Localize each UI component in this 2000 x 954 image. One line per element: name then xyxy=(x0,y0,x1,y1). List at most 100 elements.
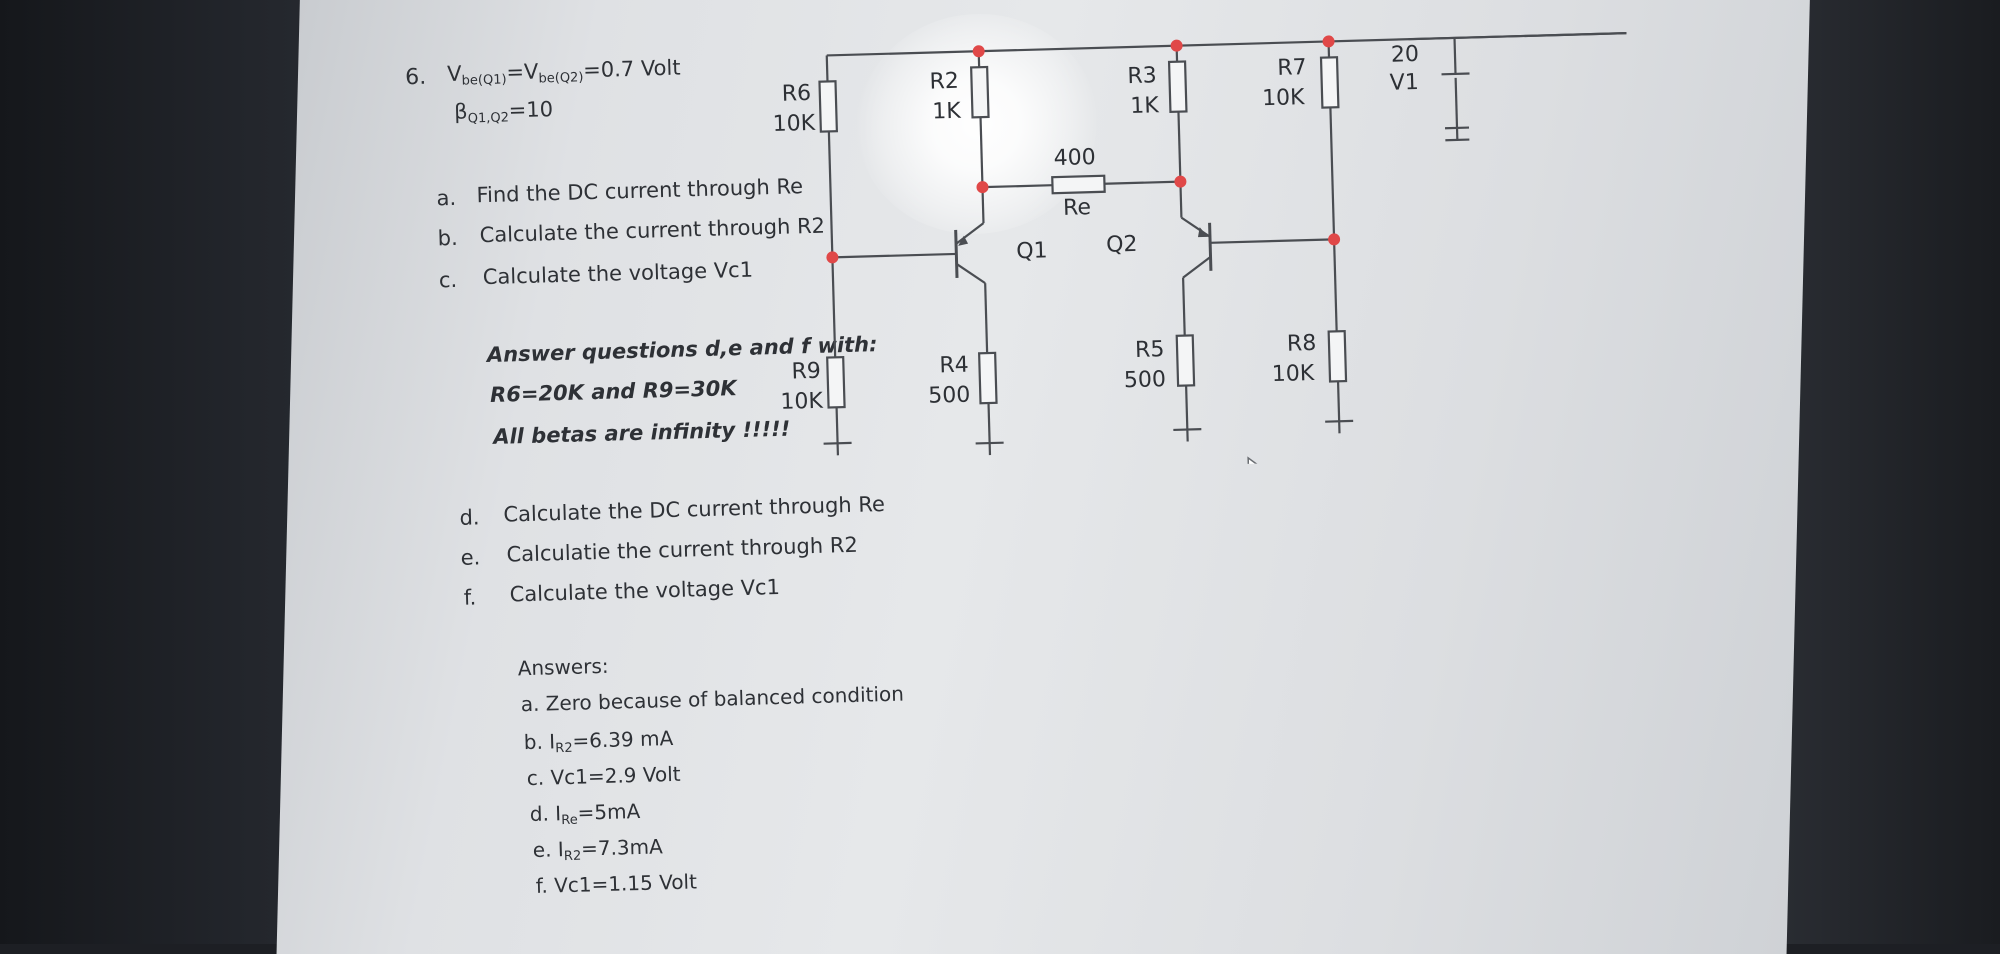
q1-base-wire xyxy=(832,254,956,257)
q2-emitter-wire xyxy=(1183,278,1185,336)
q1-emitter-leg xyxy=(957,263,986,284)
beta-symbol: β xyxy=(454,100,468,124)
answer-d-sub: Re xyxy=(561,813,578,828)
r2-collector-wire xyxy=(981,117,984,223)
q1-label: Q1 xyxy=(1016,238,1048,264)
node-r3-top xyxy=(1170,40,1182,52)
answer-d: d. IRe=5mA xyxy=(529,799,640,829)
answer-e-sub: R2 xyxy=(564,849,582,864)
r5-resistor xyxy=(1177,335,1194,385)
answer-b: b. IR2=6.39 mA xyxy=(523,726,673,757)
part-a-text: Find the DC current through Re xyxy=(476,174,803,207)
answer-d-pre: d. I xyxy=(529,801,561,826)
answer-e: e. IR2=7.3mA xyxy=(532,834,663,865)
part-d-letter: d. xyxy=(459,505,480,530)
answer-f: f. Vc1=1.15 Volt xyxy=(535,869,697,897)
r6-label: R6 xyxy=(781,81,811,107)
part-f-text: Calculate the voltage Vc1 xyxy=(509,575,780,607)
source-value: 20 xyxy=(1391,42,1420,68)
answer-b-post: =6.39 mA xyxy=(572,726,673,753)
source-ground-icon xyxy=(1445,140,1469,141)
r9-resistor xyxy=(827,357,844,407)
r7-value: 10K xyxy=(1262,85,1306,111)
r5-value: 500 xyxy=(1124,367,1167,393)
part-e-text: Calculatie the current through R2 xyxy=(506,533,858,567)
answer-c: c. Vc1=2.9 Volt xyxy=(526,762,680,790)
exercise-sheet: 6. Vbe(Q1)=Vbe(Q2)=0.7 Volt βQ1,Q2=10 a.… xyxy=(305,0,1836,944)
part-b-letter: b. xyxy=(437,226,458,251)
node-q1-base xyxy=(826,251,838,263)
answer-b-pre: b. I xyxy=(523,729,555,754)
part-a-letter: a. xyxy=(436,186,456,211)
beta-value: =10 xyxy=(508,97,553,122)
beta-sub: Q1,Q2 xyxy=(468,110,510,126)
source-wire-down xyxy=(1455,38,1456,74)
r3-label: R3 xyxy=(1127,63,1157,89)
node-q2-base xyxy=(1328,233,1340,245)
node-q2-collector xyxy=(1174,175,1186,187)
vbe-eq: =V xyxy=(506,60,539,85)
r4-resistor xyxy=(979,353,996,403)
re-wire-left xyxy=(982,185,1052,187)
part-e-letter: e. xyxy=(460,545,480,570)
re-label: Re xyxy=(1063,195,1092,221)
beta-given: βQ1,Q2=10 xyxy=(454,97,554,127)
r8-resistor xyxy=(1329,331,1346,381)
r2-value: 1K xyxy=(932,99,962,125)
source-body xyxy=(1456,78,1457,128)
r3-resistor xyxy=(1169,61,1186,111)
node-q1-collector xyxy=(976,181,988,193)
source-plus-plate xyxy=(1442,74,1470,75)
condition-betas: All betas are infinity !!!!! xyxy=(493,417,791,449)
re-resistor xyxy=(1052,176,1104,193)
node-r2-top xyxy=(973,45,985,57)
r9-wire-bottom xyxy=(837,407,838,443)
condition-resistors: R6=20K and R9=30K xyxy=(490,376,737,407)
mouse-cursor-icon xyxy=(1248,457,1267,477)
vbe-v1: V xyxy=(447,62,462,86)
node-r7-top xyxy=(1322,35,1334,47)
q1-emitter-wire xyxy=(985,283,987,353)
vbe-sub-q2: be(Q2) xyxy=(538,70,583,86)
r4-label: R4 xyxy=(939,353,969,379)
q2-base-bar xyxy=(1210,223,1211,271)
answer-e-post: =7.3mA xyxy=(581,834,663,860)
r6-resistor xyxy=(819,81,836,131)
r6-value: 10K xyxy=(772,111,816,137)
part-d-text: Calculate the DC current through Re xyxy=(503,492,885,527)
part-f-letter: f. xyxy=(463,585,476,609)
r5-label: R5 xyxy=(1135,337,1165,363)
r5-wire-bottom xyxy=(1186,386,1187,430)
r2-resistor xyxy=(971,67,988,117)
answers-heading: Answers: xyxy=(517,654,608,681)
part-c-letter: c. xyxy=(439,268,458,292)
r3-value: 1K xyxy=(1130,93,1160,119)
q2-base-wire xyxy=(1210,239,1334,242)
r7-label: R7 xyxy=(1277,55,1307,81)
r9-value: 10K xyxy=(780,389,824,415)
answer-b-sub: R2 xyxy=(555,741,573,756)
r7-resistor xyxy=(1321,57,1338,107)
r8-value: 10K xyxy=(1271,361,1315,387)
vbe-value: =0.7 Volt xyxy=(583,56,681,83)
r6-wire-top xyxy=(827,55,828,81)
r7-r8-wire xyxy=(1330,107,1336,331)
r2-label: R2 xyxy=(929,69,959,95)
re-value: 400 xyxy=(1053,145,1096,171)
answer-a: a. Zero because of balanced condition xyxy=(520,682,904,717)
bridge-amplifier-circuit: R6 10K R2 1K R3 1K R7 10K 20 V1 400 Re Q… xyxy=(765,0,1698,477)
r4-wire-bottom xyxy=(989,403,990,443)
r8-label: R8 xyxy=(1287,331,1317,357)
vbe-sub-q1: be(Q1) xyxy=(461,72,506,88)
r9-label: R9 xyxy=(791,359,821,385)
answer-e-pre: e. I xyxy=(532,837,564,862)
question-number: 6. xyxy=(405,65,427,91)
source-wire xyxy=(1409,33,1627,39)
vbe-given: Vbe(Q1)=Vbe(Q2)=0.7 Volt xyxy=(447,56,681,90)
q1-collector-leg xyxy=(956,223,985,244)
source-label: V1 xyxy=(1389,70,1419,96)
answer-d-post: =5mA xyxy=(577,799,640,825)
r3-collector-wire xyxy=(1178,112,1181,218)
part-c-text: Calculate the voltage Vc1 xyxy=(482,258,753,290)
q1-base-bar xyxy=(956,230,957,278)
